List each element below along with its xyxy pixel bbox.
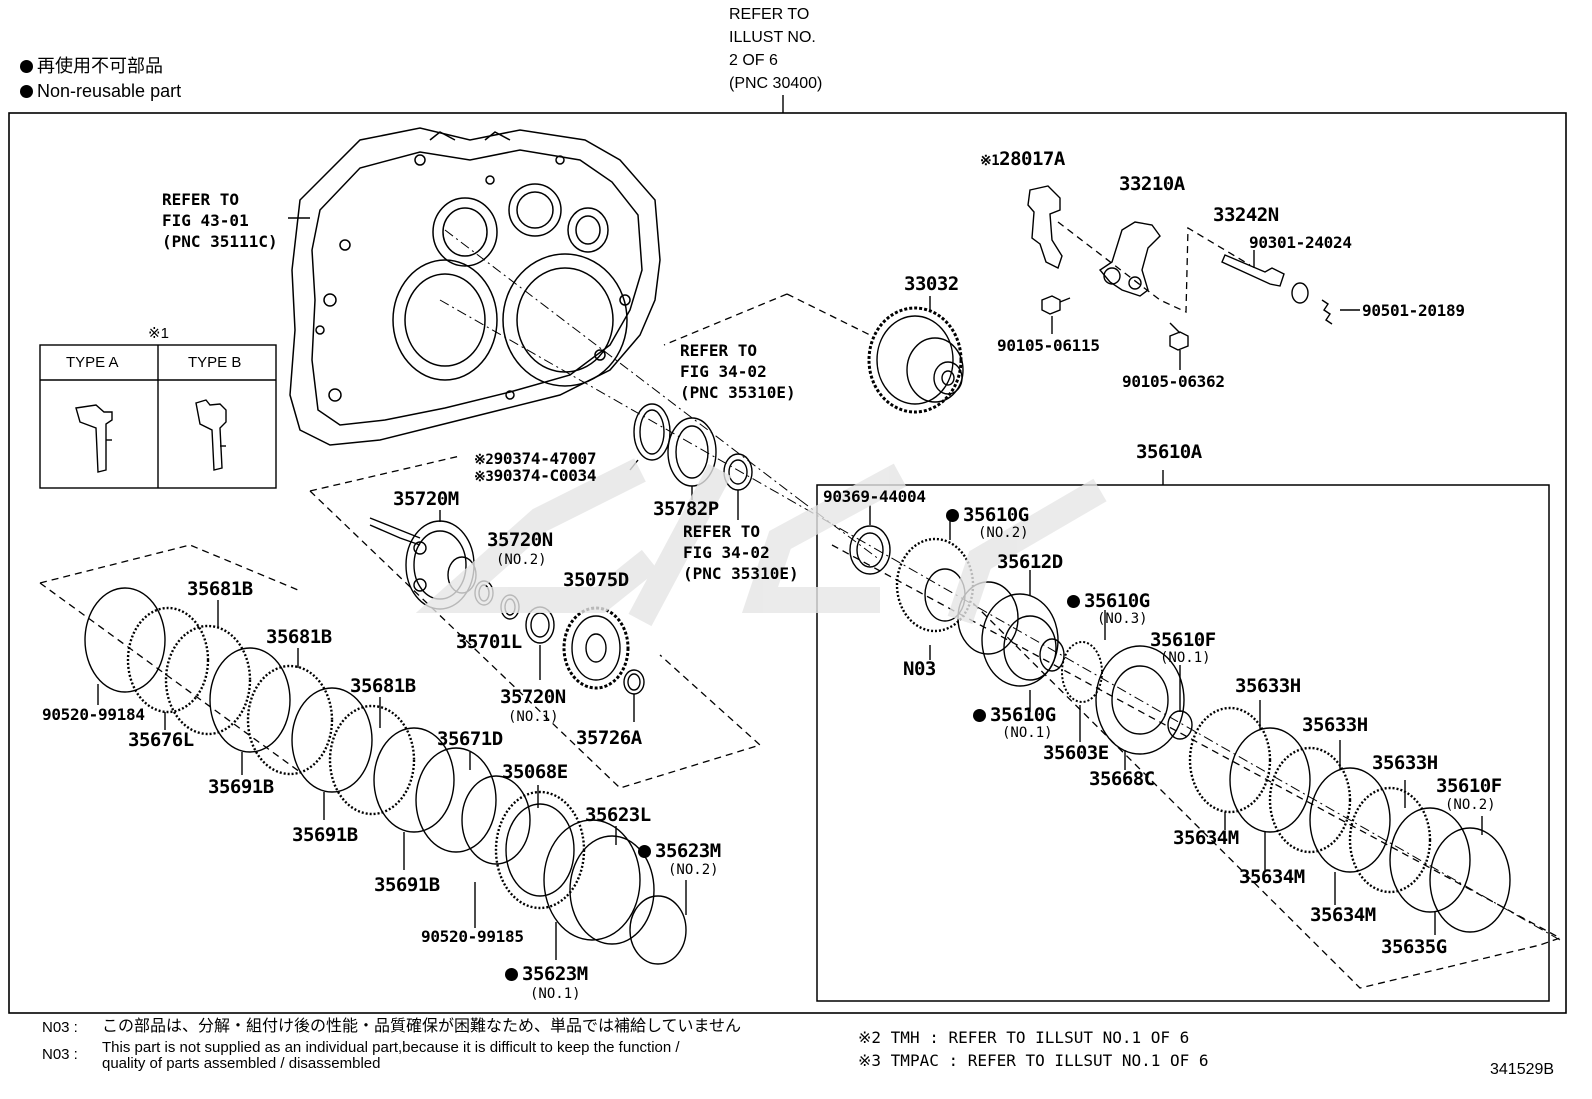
part-35610F-no1-sub: (NO.1) xyxy=(1160,650,1211,666)
part-35720N-no2[interactable]: 35720N xyxy=(487,529,553,551)
part-35681B-2[interactable]: 35681B xyxy=(266,626,332,648)
top-illust-ref: REFER TO ILLUST NO. 2 OF 6 (PNC 30400) xyxy=(729,6,823,92)
part-35691B-2[interactable]: 35691B xyxy=(292,824,358,846)
part-35610A[interactable]: 35610A xyxy=(1136,441,1202,463)
non-reusable-dot-icon xyxy=(20,85,33,98)
type-b-label: TYPE B xyxy=(188,354,242,371)
part-35623M-no1-sub: (NO.1) xyxy=(530,986,581,1002)
part-35720N-no1-sub: (NO.1) xyxy=(508,709,559,725)
part-90520-99185[interactable]: 90520-99185 xyxy=(421,927,524,946)
part-90374-47007[interactable]: ※290374-47007 xyxy=(474,449,597,468)
part-90369-44004[interactable]: 90369-44004 xyxy=(823,487,926,506)
part-35668C[interactable]: 35668C xyxy=(1089,768,1155,790)
non-reusable-dot-icon xyxy=(1067,595,1080,608)
n03-note-en-2: quality of parts assembled / disassemble… xyxy=(102,1055,381,1072)
part-33210A[interactable]: 33210A xyxy=(1119,173,1185,195)
part-35610G-no1[interactable]: 35610G xyxy=(973,706,1056,725)
clutch-pack-left-drawing xyxy=(84,587,687,965)
part-35681B-1[interactable]: 35681B xyxy=(187,578,253,600)
part-35726A[interactable]: 35726A xyxy=(576,727,642,749)
part-N03[interactable]: N03 xyxy=(903,658,936,680)
non-reusable-dot-icon xyxy=(973,709,986,722)
part-90501-20189[interactable]: 90501-20189 xyxy=(1362,301,1465,320)
part-35623M-no2[interactable]: 35623M xyxy=(638,842,721,861)
watermark xyxy=(415,458,1107,627)
non-reusable-dot-icon xyxy=(20,60,33,73)
part-35676L[interactable]: 35676L xyxy=(128,729,194,751)
illustration-number: 341529B xyxy=(1490,1061,1555,1078)
fig-34-02-ref-b: REFER TO FIG 34-02 (PNC 35310E) xyxy=(683,522,799,583)
part-35603E[interactable]: 35603E xyxy=(1043,742,1109,764)
part-33032[interactable]: 33032 xyxy=(904,273,959,295)
part-35610G-no3[interactable]: 35610G xyxy=(1067,592,1150,611)
non-reusable-dot-icon xyxy=(505,968,518,981)
part-35720N-no1[interactable]: 35720N xyxy=(500,686,566,708)
part-33242N[interactable]: 33242N xyxy=(1213,204,1279,226)
n03-label-jp: N03 : xyxy=(42,1019,78,1036)
part-35610G-no2-sub: (NO.2) xyxy=(978,525,1029,541)
part-35610G-no1-sub: (NO.1) xyxy=(1002,725,1053,741)
non-reusable-dot-icon xyxy=(638,845,651,858)
note-2-tmh: ※2 TMH : REFER TO ILLSUT NO.1 OF 6 xyxy=(858,1028,1190,1047)
part-35610F-no1[interactable]: 35610F xyxy=(1150,629,1216,651)
case-fig-ref: REFER TO FIG 43-01 (PNC 35111C) xyxy=(162,190,278,251)
part-28017A[interactable]: ※128017A xyxy=(980,148,1065,170)
part-35610F-no2-sub: (NO.2) xyxy=(1445,797,1496,813)
part-35782P[interactable]: 35782P xyxy=(653,498,719,520)
part-35610G-no3-sub: (NO.3) xyxy=(1097,611,1148,627)
part-35634M-1[interactable]: 35634M xyxy=(1173,827,1239,849)
part-35720M[interactable]: 35720M xyxy=(393,488,459,510)
part-35691B-3[interactable]: 35691B xyxy=(374,874,440,896)
legend-en: Non-reusable part xyxy=(20,82,181,100)
clutch-pack-right-drawing xyxy=(849,525,1511,933)
part-35681B-3[interactable]: 35681B xyxy=(350,675,416,697)
part-35623L[interactable]: 35623L xyxy=(585,804,651,826)
part-35633H-3[interactable]: 35633H xyxy=(1372,752,1438,774)
part-90105-06362[interactable]: 90105-06362 xyxy=(1122,372,1225,391)
counter-gear-drawing xyxy=(867,306,964,414)
type-box-drawing xyxy=(39,344,277,489)
n03-note-jp: この部品は、分解・組付け後の性能・品質確保が困難なため、単品では補給していません xyxy=(102,1018,742,1035)
non-reusable-dot-icon xyxy=(946,509,959,522)
part-35633H-1[interactable]: 35633H xyxy=(1235,675,1301,697)
note-3-tmpac: ※3 TMPAC : REFER TO ILLSUT NO.1 OF 6 xyxy=(858,1051,1209,1070)
part-90301-24024[interactable]: 90301-24024 xyxy=(1249,233,1352,252)
part-35633H-2[interactable]: 35633H xyxy=(1302,714,1368,736)
part-90374-C0034[interactable]: ※390374-C0034 xyxy=(474,466,597,485)
part-35075D[interactable]: 35075D xyxy=(563,569,629,591)
legend-jp: 再使用不可部品 xyxy=(20,57,163,75)
part-90105-06115[interactable]: 90105-06115 xyxy=(997,336,1100,355)
type-a-label: TYPE A xyxy=(66,354,119,371)
part-35691B-1[interactable]: 35691B xyxy=(208,776,274,798)
part-35701L[interactable]: 35701L xyxy=(456,631,522,653)
part-35720N-no2-sub: (NO.2) xyxy=(496,552,547,568)
part-35610F-no2[interactable]: 35610F xyxy=(1436,775,1502,797)
part-35610G-no2[interactable]: 35610G xyxy=(946,506,1029,525)
part-35068E[interactable]: 35068E xyxy=(502,761,568,783)
part-35635G[interactable]: 35635G xyxy=(1381,936,1447,958)
type-box-mark: ※1 xyxy=(148,325,169,342)
shift-linkage-drawing xyxy=(1027,185,1360,370)
part-35623M-no2-sub: (NO.2) xyxy=(668,862,719,878)
fig-34-02-ref-a: REFER TO FIG 34-02 (PNC 35310E) xyxy=(680,341,796,402)
part-35634M-3[interactable]: 35634M xyxy=(1310,904,1376,926)
part-35623M-no1[interactable]: 35623M xyxy=(505,965,588,984)
part-35634M-2[interactable]: 35634M xyxy=(1239,866,1305,888)
part-90520-99184[interactable]: 90520-99184 xyxy=(42,705,145,724)
n03-note-en-1: This part is not supplied as an individu… xyxy=(102,1039,680,1056)
transmission-case-drawing xyxy=(289,127,661,446)
n03-label-en: N03 : xyxy=(42,1046,78,1063)
part-35612D[interactable]: 35612D xyxy=(997,551,1063,573)
part-35671D[interactable]: 35671D xyxy=(437,728,503,750)
